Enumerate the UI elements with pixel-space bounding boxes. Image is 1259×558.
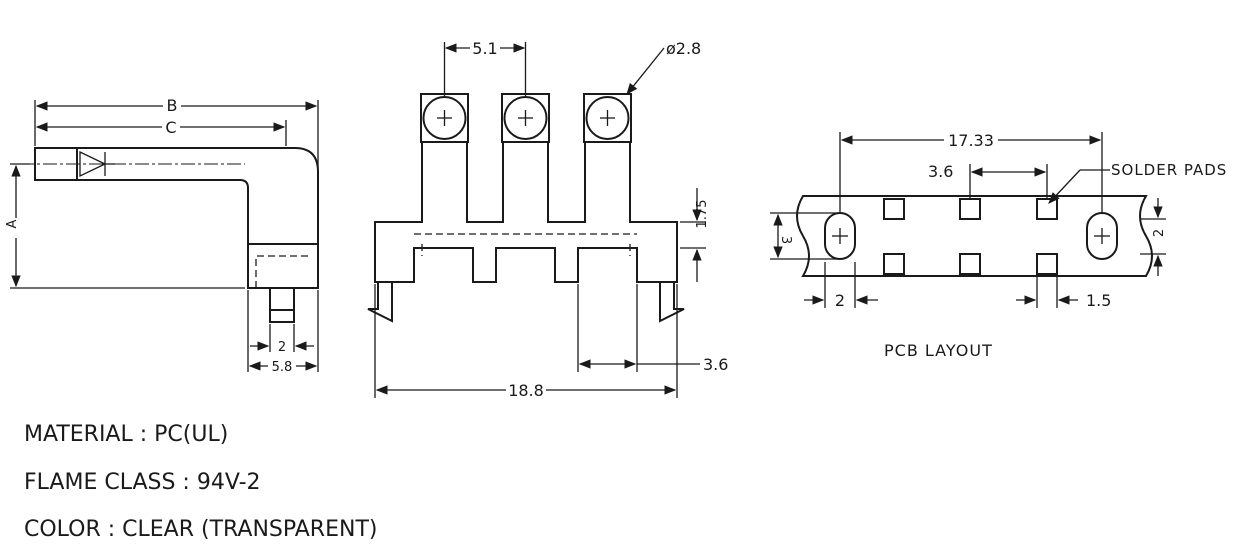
front-view: 5.1 ø2.8 1.75 3.6 18.8: [367, 38, 728, 400]
color-spec: COLOR : CLEAR (TRANSPARENT): [24, 517, 378, 542]
solder-pad: [883, 198, 905, 220]
led-housing-3: [583, 93, 632, 143]
dim-2-right-label: 2: [1152, 229, 1167, 237]
span-label: 17.33: [948, 131, 994, 150]
pcb-layout: 17.33 3.6 SOLDER PADS 3 2 2 1.5 PCB L: [770, 130, 1227, 360]
overall-width-label: 18.8: [508, 381, 544, 400]
hole-diameter-label: ø2.8: [666, 39, 701, 58]
pad-pitch-label: 3.6: [928, 162, 953, 181]
dim-1-5-label: 1.5: [1086, 291, 1111, 310]
side-view: B C A 2 5.8: [5, 96, 319, 375]
solder-pad: [883, 253, 905, 275]
pitch-label: 5.1: [472, 39, 497, 58]
solder-pad: [959, 198, 981, 220]
pcb-layout-title: PCB LAYOUT: [884, 341, 993, 360]
solder-pad: [1036, 253, 1058, 275]
solder-pad: [1036, 198, 1058, 220]
led-housing-2: [501, 93, 550, 143]
solder-pads-label: SOLDER PADS: [1111, 161, 1227, 179]
flame-class-spec: FLAME CLASS : 94V-2: [24, 470, 261, 495]
dim-3-6-front-label: 3.6: [703, 355, 728, 374]
led-housing-1: [420, 93, 469, 143]
dim-2-bottom-label: 2: [835, 291, 845, 310]
dim-1-75-label: 1.75: [695, 200, 710, 229]
dim-c-label: C: [165, 118, 176, 137]
mounting-slot-left: [824, 212, 856, 260]
mounting-slot-right: [1086, 212, 1118, 260]
dim-5-8-label: 5.8: [272, 360, 293, 375]
dim-b-label: B: [167, 96, 178, 115]
material-spec: MATERIAL : PC(UL): [24, 422, 229, 447]
dim-3-label: 3: [778, 236, 793, 244]
dim-a-label: A: [5, 219, 20, 228]
dim-2-side-label: 2: [278, 340, 286, 355]
solder-pad: [959, 253, 981, 275]
